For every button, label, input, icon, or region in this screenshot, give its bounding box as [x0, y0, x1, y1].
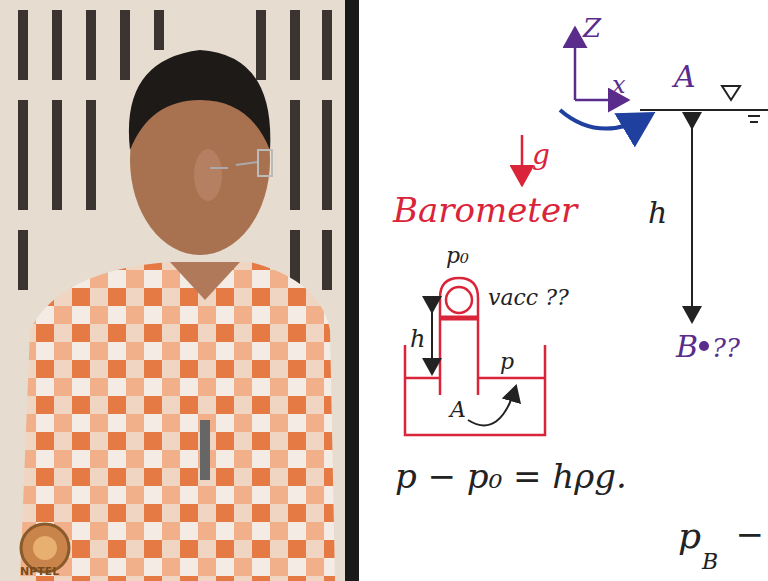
board-edge [345, 0, 359, 581]
neck [170, 262, 240, 300]
pen [200, 420, 210, 480]
vacuum-note: vacc ?? [488, 286, 569, 310]
ear [194, 149, 222, 201]
wall [0, 0, 350, 581]
point-label: B [676, 330, 698, 363]
axis-label: x [612, 72, 626, 98]
point-label: A [674, 60, 696, 93]
hair [129, 50, 270, 150]
pressure-label: p [678, 516, 701, 556]
pressure-label: p [500, 350, 514, 374]
heading: Barometer [393, 192, 577, 229]
axis-label: Z [583, 14, 601, 43]
gravity-label: g [532, 140, 550, 171]
pressure-label: p₀ [446, 244, 469, 268]
shirt [20, 262, 335, 581]
dimension-label: h [410, 326, 425, 352]
subscript: B [702, 550, 718, 574]
glasses [210, 162, 258, 168]
point-label: A [450, 398, 466, 422]
equation: p − p₀ = hρg. [395, 458, 627, 495]
minus-sign: − [736, 516, 765, 553]
dimension-label: h [648, 196, 667, 229]
logo [21, 524, 69, 572]
wall-slats [18, 10, 332, 290]
question-mark: ?? [712, 334, 740, 363]
watermark: NPTEL [20, 566, 59, 578]
